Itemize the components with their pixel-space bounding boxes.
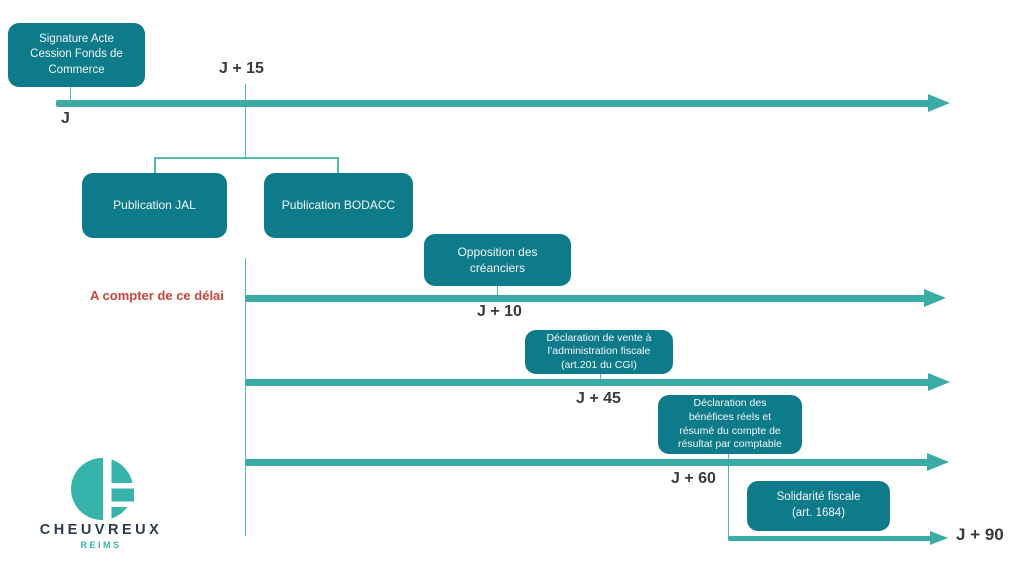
connector-signature-stub [69, 87, 71, 101]
box-signature-acte: Signature Acte Cession Fonds de Commerce [8, 23, 145, 87]
connector-main-vertical [244, 258, 247, 536]
connector-vente-stub [599, 374, 601, 382]
logo-city: REIMS [80, 540, 122, 550]
label-day-j60: J + 60 [671, 470, 716, 487]
connector-bracket-horizontal [154, 157, 339, 159]
box-declaration-benefices: Déclaration des bénéfices réels et résum… [658, 395, 802, 454]
arrow-bar [728, 535, 933, 541]
box-publication-bodacc: Publication BODACC [264, 173, 413, 238]
connector-opposition-stub [496, 286, 498, 298]
box-declaration-vente: Déclaration de vente à l’administration … [525, 330, 673, 374]
label-day-j15: J + 15 [219, 60, 264, 77]
connector-bracket-drop-left [154, 157, 156, 174]
connector-j15-vertical [244, 84, 246, 158]
arrow-bar [245, 294, 928, 302]
arrow-head-icon [928, 373, 950, 391]
connector-bracket-drop-right [337, 157, 339, 174]
arrow-head-icon [928, 94, 950, 112]
connector-j60-vertical [727, 454, 730, 538]
arrow-head-icon [927, 453, 949, 471]
note-a-compter: A compter de ce délai [90, 288, 224, 303]
logo-wordmark: CHEUVREUX [39, 522, 163, 538]
label-day-j10: J + 10 [477, 303, 522, 320]
arrow-bar [245, 458, 931, 466]
arrow-bar [245, 378, 932, 386]
label-day-j: J [61, 110, 70, 127]
cheuvreux-logo-icon [71, 457, 134, 521]
box-publication-jal: Publication JAL [82, 173, 227, 238]
box-solidarite-fiscale: Solidarité fiscale (art. 1684) [747, 481, 890, 531]
box-opposition-creanciers: Opposition des créanciers [424, 234, 571, 286]
arrow-head-icon [924, 289, 946, 307]
label-day-j45: J + 45 [576, 390, 621, 407]
arrow-bar [56, 99, 930, 107]
arrow-head-icon [930, 531, 948, 545]
label-day-j90: J + 90 [956, 525, 1004, 544]
